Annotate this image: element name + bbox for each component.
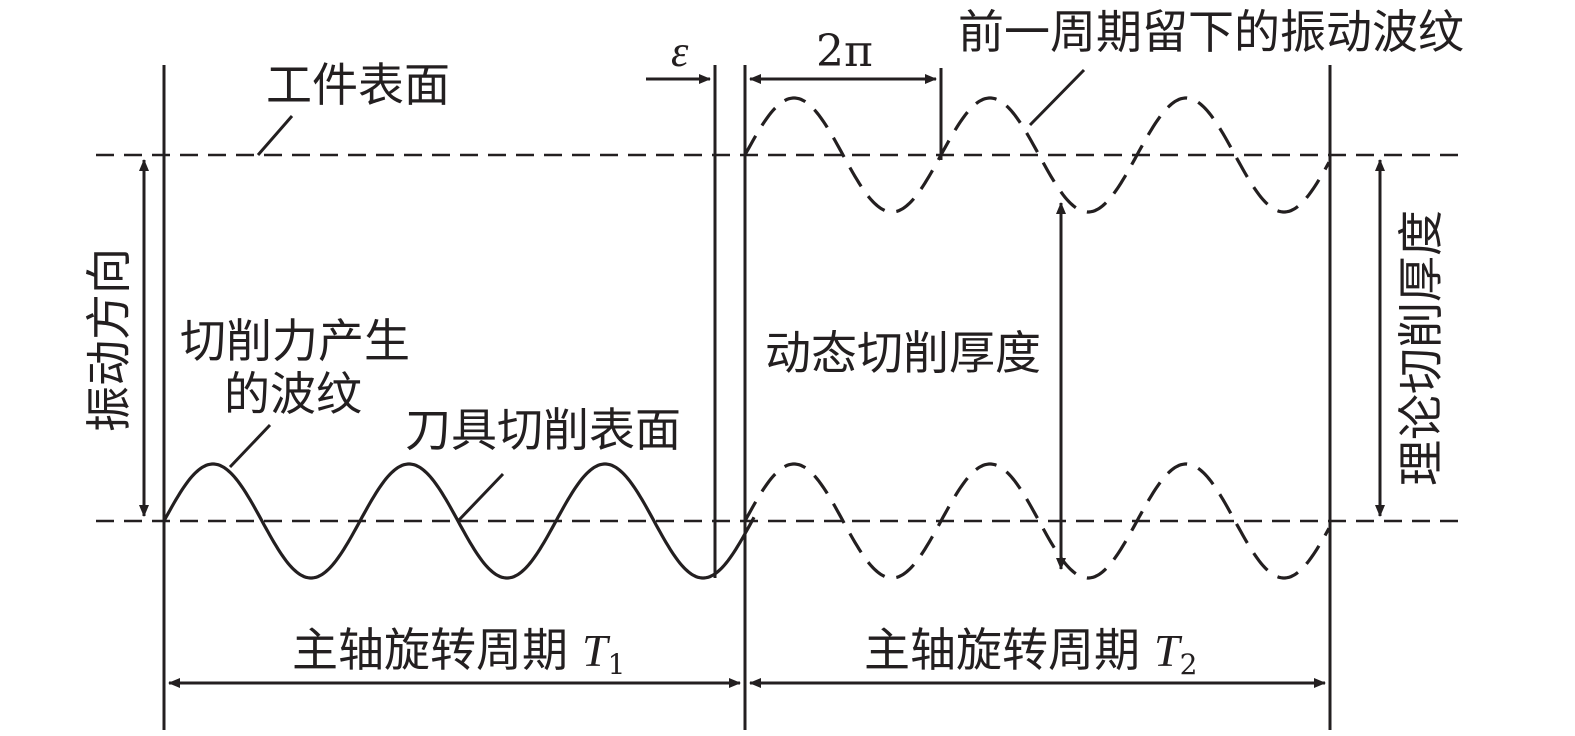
workpiece-surface-label: 工件表面: [266, 58, 450, 112]
two-pi-label: 2π: [816, 26, 873, 77]
period1-prefix: 主轴旋转周期: [292, 623, 568, 677]
vibration-direction-label: 振动方向: [82, 248, 136, 432]
tool-surface-leader: [456, 472, 505, 523]
epsilon-label: ε: [671, 27, 689, 76]
workpiece-leader: [256, 115, 294, 156]
force-wave-label-line1: 切削力产生: [180, 314, 410, 368]
period2-prefix: 主轴旋转周期: [864, 623, 1140, 677]
period2-symbol: T: [1154, 625, 1183, 676]
theoretical-thickness-label: 理论切削厚度: [1394, 210, 1448, 486]
dynamic-cut-wave: [743, 462, 1331, 580]
force-wave-leader: [228, 423, 272, 469]
force-wave-label-line2: 的波纹: [224, 367, 362, 421]
period1-symbol: T: [582, 625, 611, 676]
previous-wave-label: 前一周期留下的振动波纹: [958, 5, 1464, 59]
dynamic-thickness-label: 动态切削厚度: [765, 326, 1041, 380]
tool-surface-label: 刀具切削表面: [405, 403, 681, 457]
period2-subscript: 2: [1180, 648, 1198, 681]
period1-label: 主轴旋转周期 T1: [292, 623, 625, 681]
period1-subscript: 1: [608, 648, 626, 681]
period2-label: 主轴旋转周期 T2: [864, 623, 1197, 681]
tool-cutting-wave: [162, 462, 756, 580]
previous-period-wave: [743, 96, 1331, 214]
previous-wave-leader: [1028, 68, 1086, 127]
